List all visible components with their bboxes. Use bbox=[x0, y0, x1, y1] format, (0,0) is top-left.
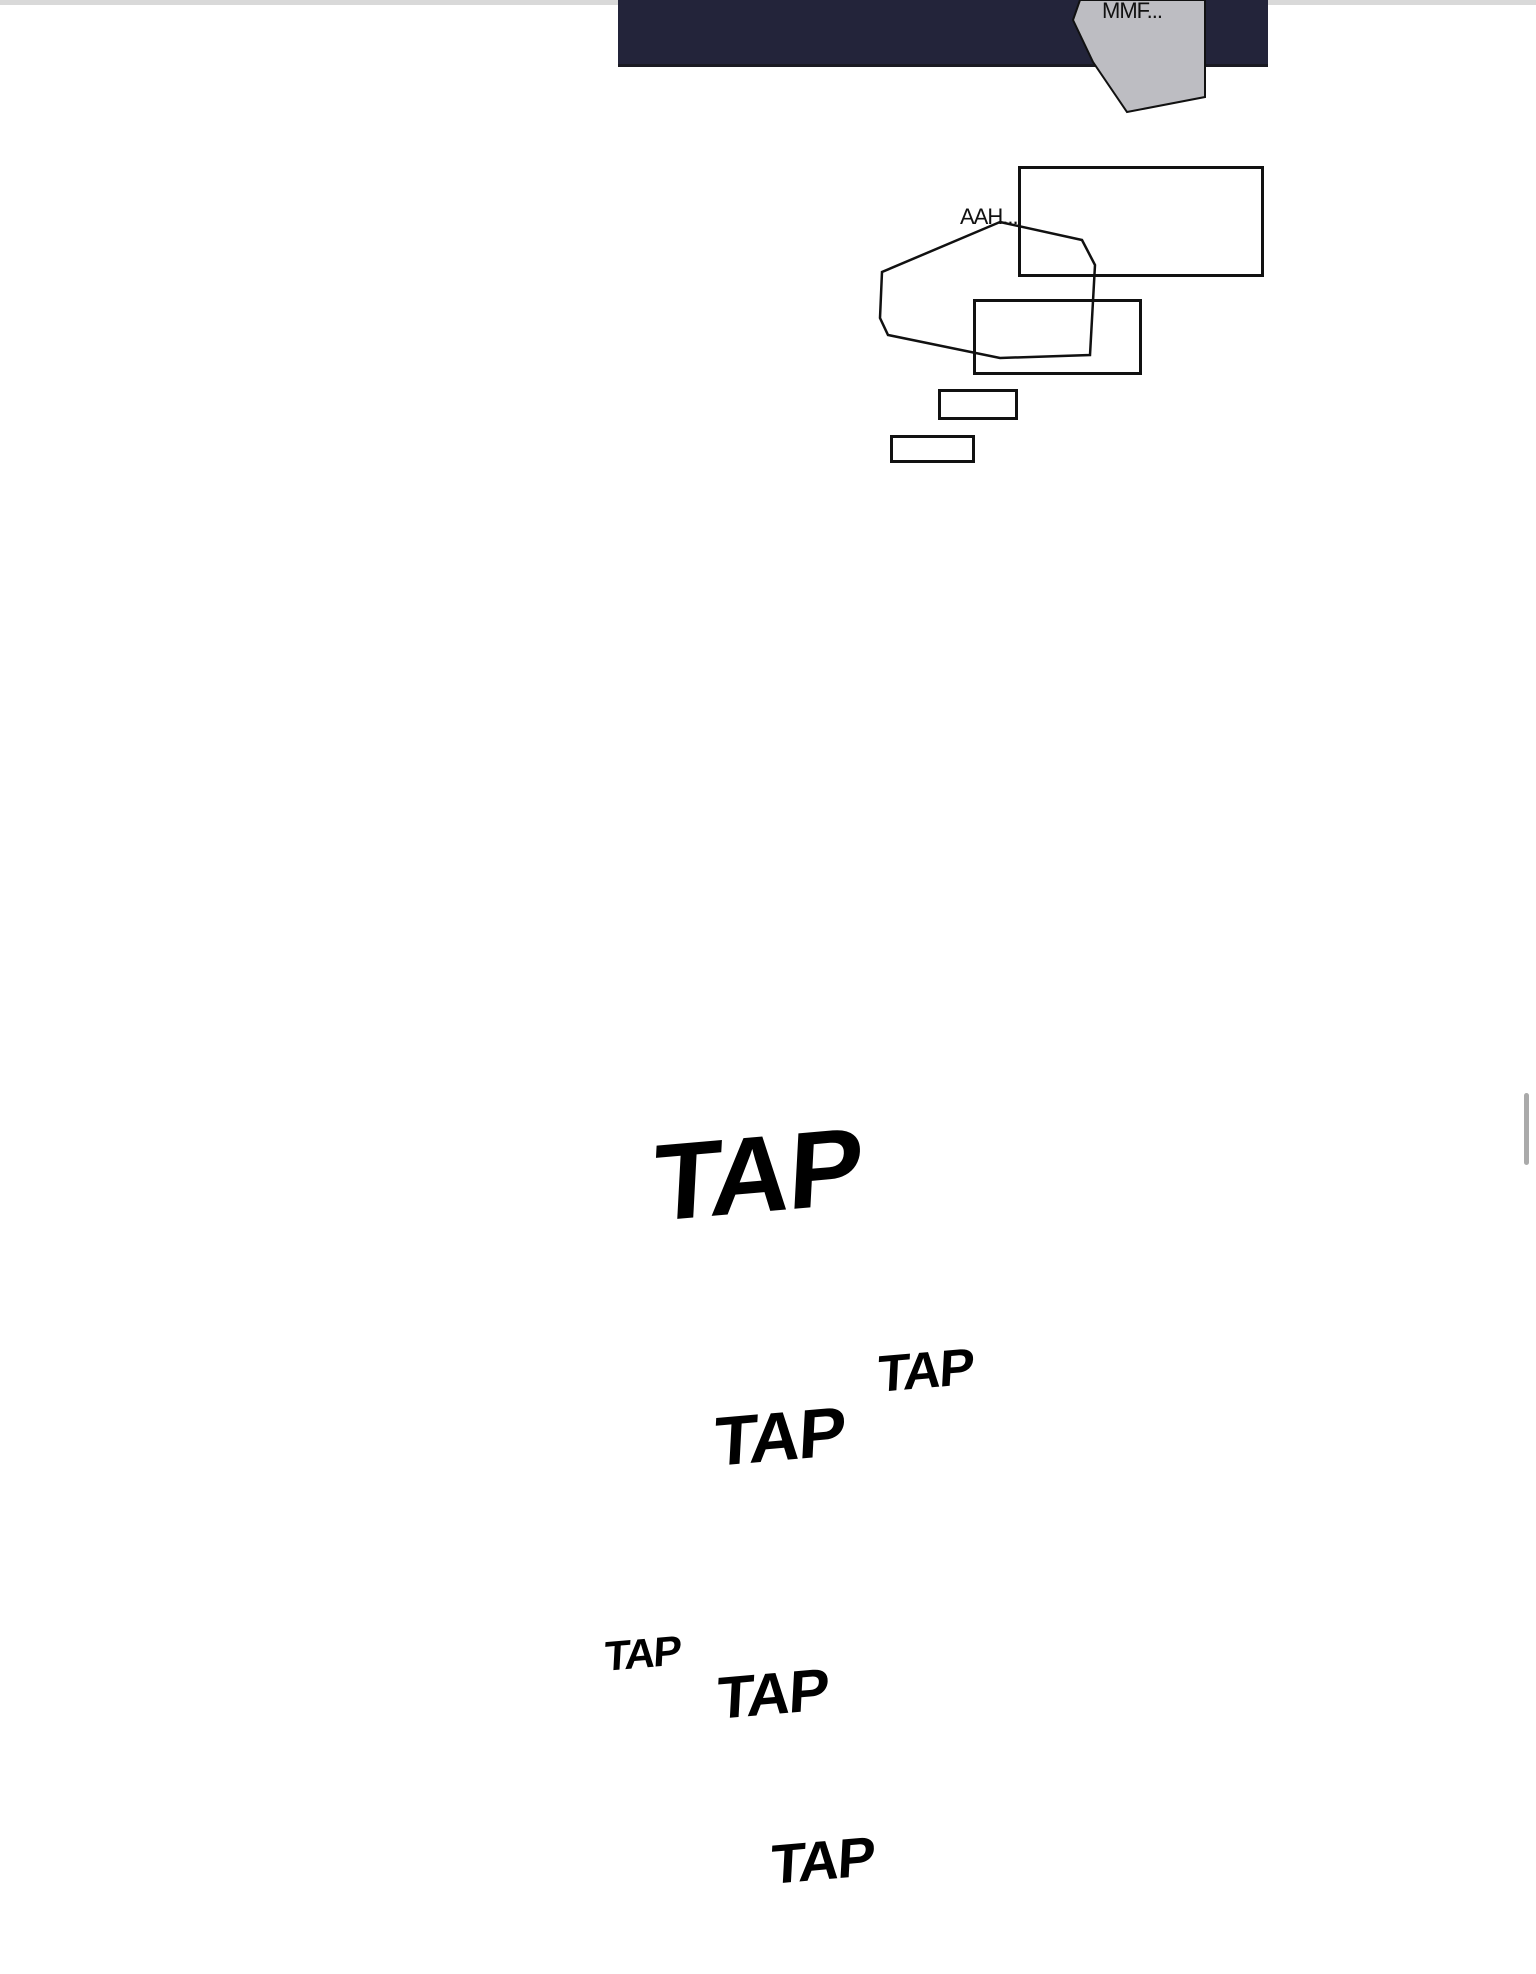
sound-effect-tap: TAP bbox=[769, 1824, 876, 1897]
vertical-scrollbar-thumb[interactable] bbox=[1524, 1093, 1529, 1165]
sound-effect-tap: TAP bbox=[876, 1338, 975, 1405]
sound-effect-tap: TAP bbox=[603, 1626, 682, 1681]
sound-effect-tap: TAP bbox=[712, 1392, 847, 1482]
narration-box-4 bbox=[890, 435, 975, 463]
sound-effect-tap: TAP bbox=[715, 1655, 830, 1733]
speech-text-mmf: MMF... bbox=[1102, 0, 1163, 23]
speech-bubble-mmf bbox=[1071, 0, 1206, 114]
speech-bubbles bbox=[878, 0, 1206, 360]
sound-effect-tap: TAP bbox=[650, 1104, 865, 1246]
speech-bubble-aah bbox=[878, 220, 1097, 360]
speech-text-aah: AAH... bbox=[960, 204, 1019, 229]
narration-box-2 bbox=[973, 299, 1142, 375]
narration-box-1 bbox=[1018, 166, 1264, 277]
narration-box-3 bbox=[938, 389, 1018, 420]
